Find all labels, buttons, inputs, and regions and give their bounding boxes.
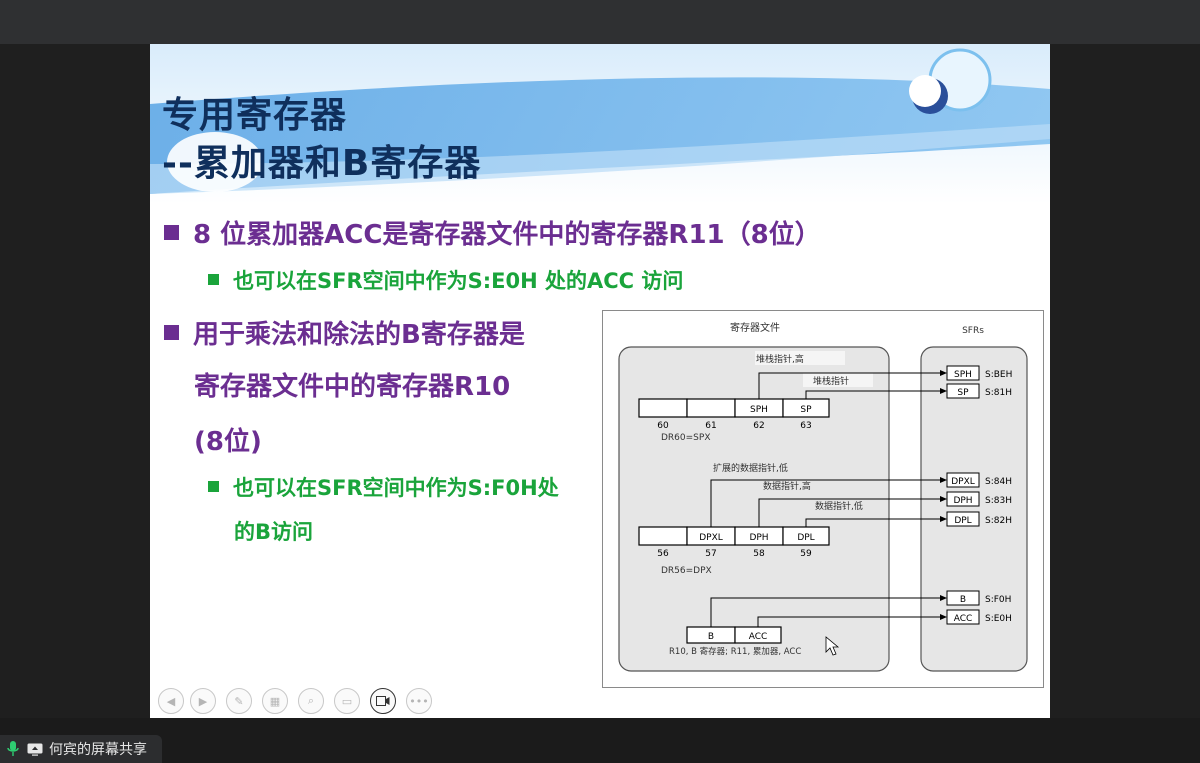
slide-title-line1: 专用寄存器 xyxy=(162,95,348,136)
label-dp-low: 数据指针,低 xyxy=(815,500,863,512)
register-row-60: SPH SP 60 61 62 63 DR60=SPX xyxy=(638,398,830,443)
microphone-icon[interactable] xyxy=(7,741,19,757)
bullet-b-line3: (8位) xyxy=(194,427,262,457)
svg-text:SPH: SPH xyxy=(954,370,972,380)
subbullet-b-line1: 也可以在SFR空间中作为S:F0H处 xyxy=(208,472,559,502)
subbullet-b-line2: 的B访问 xyxy=(234,520,314,544)
svg-text:ACC: ACC xyxy=(954,614,973,624)
svg-text:S:84H: S:84H xyxy=(985,477,1012,487)
label-r10-r11: R10, B 寄存器; R11, 累加器, ACC xyxy=(669,646,801,657)
svg-text:ACC: ACC xyxy=(749,632,768,642)
label-dp-high: 数据指针,高 xyxy=(763,480,811,492)
svg-text:DPXL: DPXL xyxy=(699,533,723,543)
sfr-list: SPH S:BEH SP S:81H DPXL S:84H DPH S:83H … xyxy=(946,365,1012,625)
svg-text:S:83H: S:83H xyxy=(985,496,1012,506)
svg-text:DPH: DPH xyxy=(953,496,972,506)
slide-title-line2: --累加器和B寄存器 xyxy=(162,143,482,184)
slides-grid-icon[interactable]: ▦ xyxy=(262,688,288,714)
svg-text:S:81H: S:81H xyxy=(985,388,1012,398)
svg-text:B: B xyxy=(960,595,966,605)
svg-text:DPL: DPL xyxy=(954,516,971,526)
bullet-acc: 8 位累加器ACC是寄存器文件中的寄存器R11（8位） xyxy=(164,214,821,251)
more-options-icon[interactable]: ••• xyxy=(406,688,432,714)
svg-text:62: 62 xyxy=(753,421,764,431)
meeting-bottom-bar xyxy=(0,718,1200,763)
svg-text:DPH: DPH xyxy=(749,533,768,543)
zoom-icon[interactable]: ⌕ xyxy=(298,688,324,714)
register-diagram: 寄存器文件 SFRs 堆栈指针,高 堆栈指针 SPH SP 60 61 62 6… xyxy=(602,310,1044,688)
bullet-b-line2: 寄存器文件中的寄存器R10 xyxy=(194,372,511,402)
svg-text:S:F0H: S:F0H xyxy=(985,595,1011,605)
label-sp: 堆栈指针 xyxy=(813,375,849,387)
bullet-square xyxy=(208,481,219,492)
meeting-top-bar xyxy=(0,0,1200,44)
label-dr60: DR60=SPX xyxy=(661,433,710,443)
pen-icon[interactable]: ✎ xyxy=(226,688,252,714)
label-sp-high: 堆栈指针,高 xyxy=(756,353,804,365)
svg-text:SP: SP xyxy=(957,388,969,398)
slideshow-toolbar: ◀ ▶ ✎ ▦ ⌕ ▭ ••• xyxy=(150,684,440,718)
bullet-b-line1: 用于乘法和除法的B寄存器是 xyxy=(164,314,525,351)
svg-text:S:BEH: S:BEH xyxy=(985,370,1012,380)
bullet-square xyxy=(164,325,179,340)
bullet-square xyxy=(164,225,179,240)
svg-text:B: B xyxy=(708,632,714,642)
screen-icon[interactable]: ▭ xyxy=(334,688,360,714)
svg-text:SPH: SPH xyxy=(750,405,768,415)
svg-text:SP: SP xyxy=(800,405,812,415)
label-dr56: DR56=DPX xyxy=(661,566,712,576)
bullet-square xyxy=(208,274,219,285)
svg-text:56: 56 xyxy=(657,549,669,559)
register-row-b-acc: B ACC R10, B 寄存器; R11, 累加器, ACC xyxy=(669,626,801,657)
svg-text:DPXL: DPXL xyxy=(951,477,975,487)
svg-text:61: 61 xyxy=(705,421,716,431)
mouse-cursor-icon xyxy=(825,636,840,656)
svg-text:S:E0H: S:E0H xyxy=(985,614,1012,624)
file-label: 寄存器文件 xyxy=(730,321,780,334)
slide-banner xyxy=(150,44,1050,204)
previous-slide-icon[interactable]: ◀ xyxy=(158,688,184,714)
svg-text:57: 57 xyxy=(705,549,716,559)
svg-text:58: 58 xyxy=(753,549,765,559)
svg-text:DPL: DPL xyxy=(797,533,814,543)
register-diagram-svg: 寄存器文件 SFRs 堆栈指针,高 堆栈指针 SPH SP 60 61 62 6… xyxy=(618,321,1028,672)
svg-text:63: 63 xyxy=(800,421,811,431)
screen-share-icon xyxy=(27,743,43,756)
presentation-slide: 专用寄存器 --累加器和B寄存器 8 位累加器ACC是寄存器文件中的寄存器R11… xyxy=(150,44,1050,718)
screen-share-label: 何宾的屏幕共享 xyxy=(49,742,147,758)
screen-share-indicator[interactable]: 何宾的屏幕共享 xyxy=(0,735,162,763)
svg-text:59: 59 xyxy=(800,549,812,559)
video-camera-icon[interactable] xyxy=(370,688,396,714)
sfr-label: SFRs xyxy=(962,326,984,336)
label-ext-dp-low: 扩展的数据指针,低 xyxy=(713,462,788,474)
svg-text:60: 60 xyxy=(657,421,669,431)
svg-text:S:82H: S:82H xyxy=(985,516,1012,526)
subbullet-acc: 也可以在SFR空间中作为S:E0H 处的ACC 访问 xyxy=(208,265,683,295)
next-slide-icon[interactable]: ▶ xyxy=(190,688,216,714)
